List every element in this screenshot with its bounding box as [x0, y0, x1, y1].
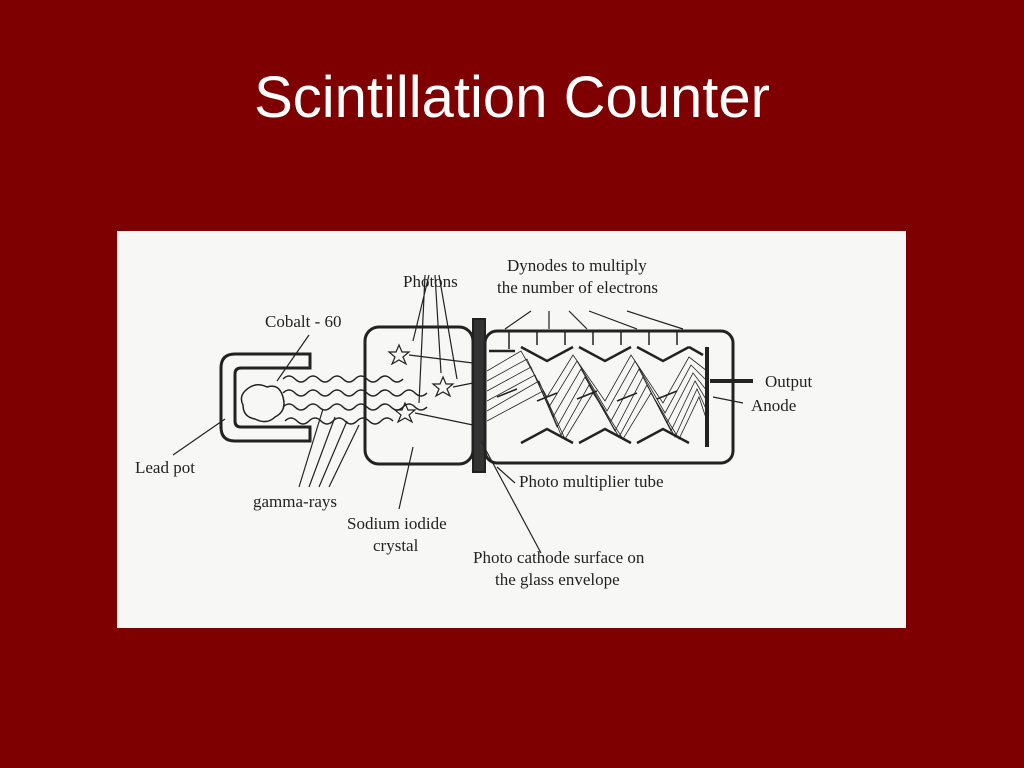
leader-photons [412, 274, 458, 404]
photon-star-2 [431, 375, 455, 398]
label-cobalt: Cobalt - 60 [265, 312, 342, 331]
label-cathode-2: the glass envelope [495, 570, 620, 589]
leader-anode [712, 396, 744, 404]
label-lead-pot: Lead pot [135, 458, 195, 477]
label-output: Output [765, 372, 813, 391]
cobalt-source [240, 384, 285, 423]
electron-cascade [486, 350, 708, 440]
leader-pmt [496, 466, 516, 484]
label-photons: Photons [403, 272, 458, 291]
label-sodium-2: crystal [373, 536, 419, 555]
leader-cobalt [276, 334, 310, 382]
photon-star-3 [393, 401, 417, 424]
leader-dynodes [504, 310, 684, 330]
photon-rays [408, 354, 474, 426]
label-sodium-1: Sodium iodide [347, 514, 447, 533]
label-anode: Anode [751, 396, 796, 415]
dynodes-lower [520, 427, 690, 445]
label-dynodes-1: Dynodes to multiply [507, 256, 647, 275]
gamma-ray-waves [282, 375, 428, 425]
label-photo-multiplier: Photo multiplier tube [519, 472, 664, 491]
dynodes-upper [489, 345, 704, 363]
lead-pot [219, 352, 312, 443]
dynode-ticks [508, 331, 678, 349]
label-gamma-rays: gamma-rays [253, 492, 337, 511]
diagram-svg: Photons Dynodes to multiply the number o… [135, 256, 813, 589]
leader-lead-pot [172, 418, 226, 456]
leader-gamma [298, 408, 360, 488]
photo-cathode-window [472, 318, 486, 473]
photon-star-1 [387, 343, 411, 366]
photomultiplier-tube [483, 329, 735, 465]
leader-sodium [398, 446, 414, 510]
slide-title: Scintillation Counter [254, 65, 770, 130]
scintillation-diagram: Photons Dynodes to multiply the number o… [117, 231, 906, 628]
label-dynodes-2: the number of electrons [497, 278, 658, 297]
label-cathode-1: Photo cathode surface on [473, 548, 645, 567]
leader-cathode [480, 440, 542, 554]
